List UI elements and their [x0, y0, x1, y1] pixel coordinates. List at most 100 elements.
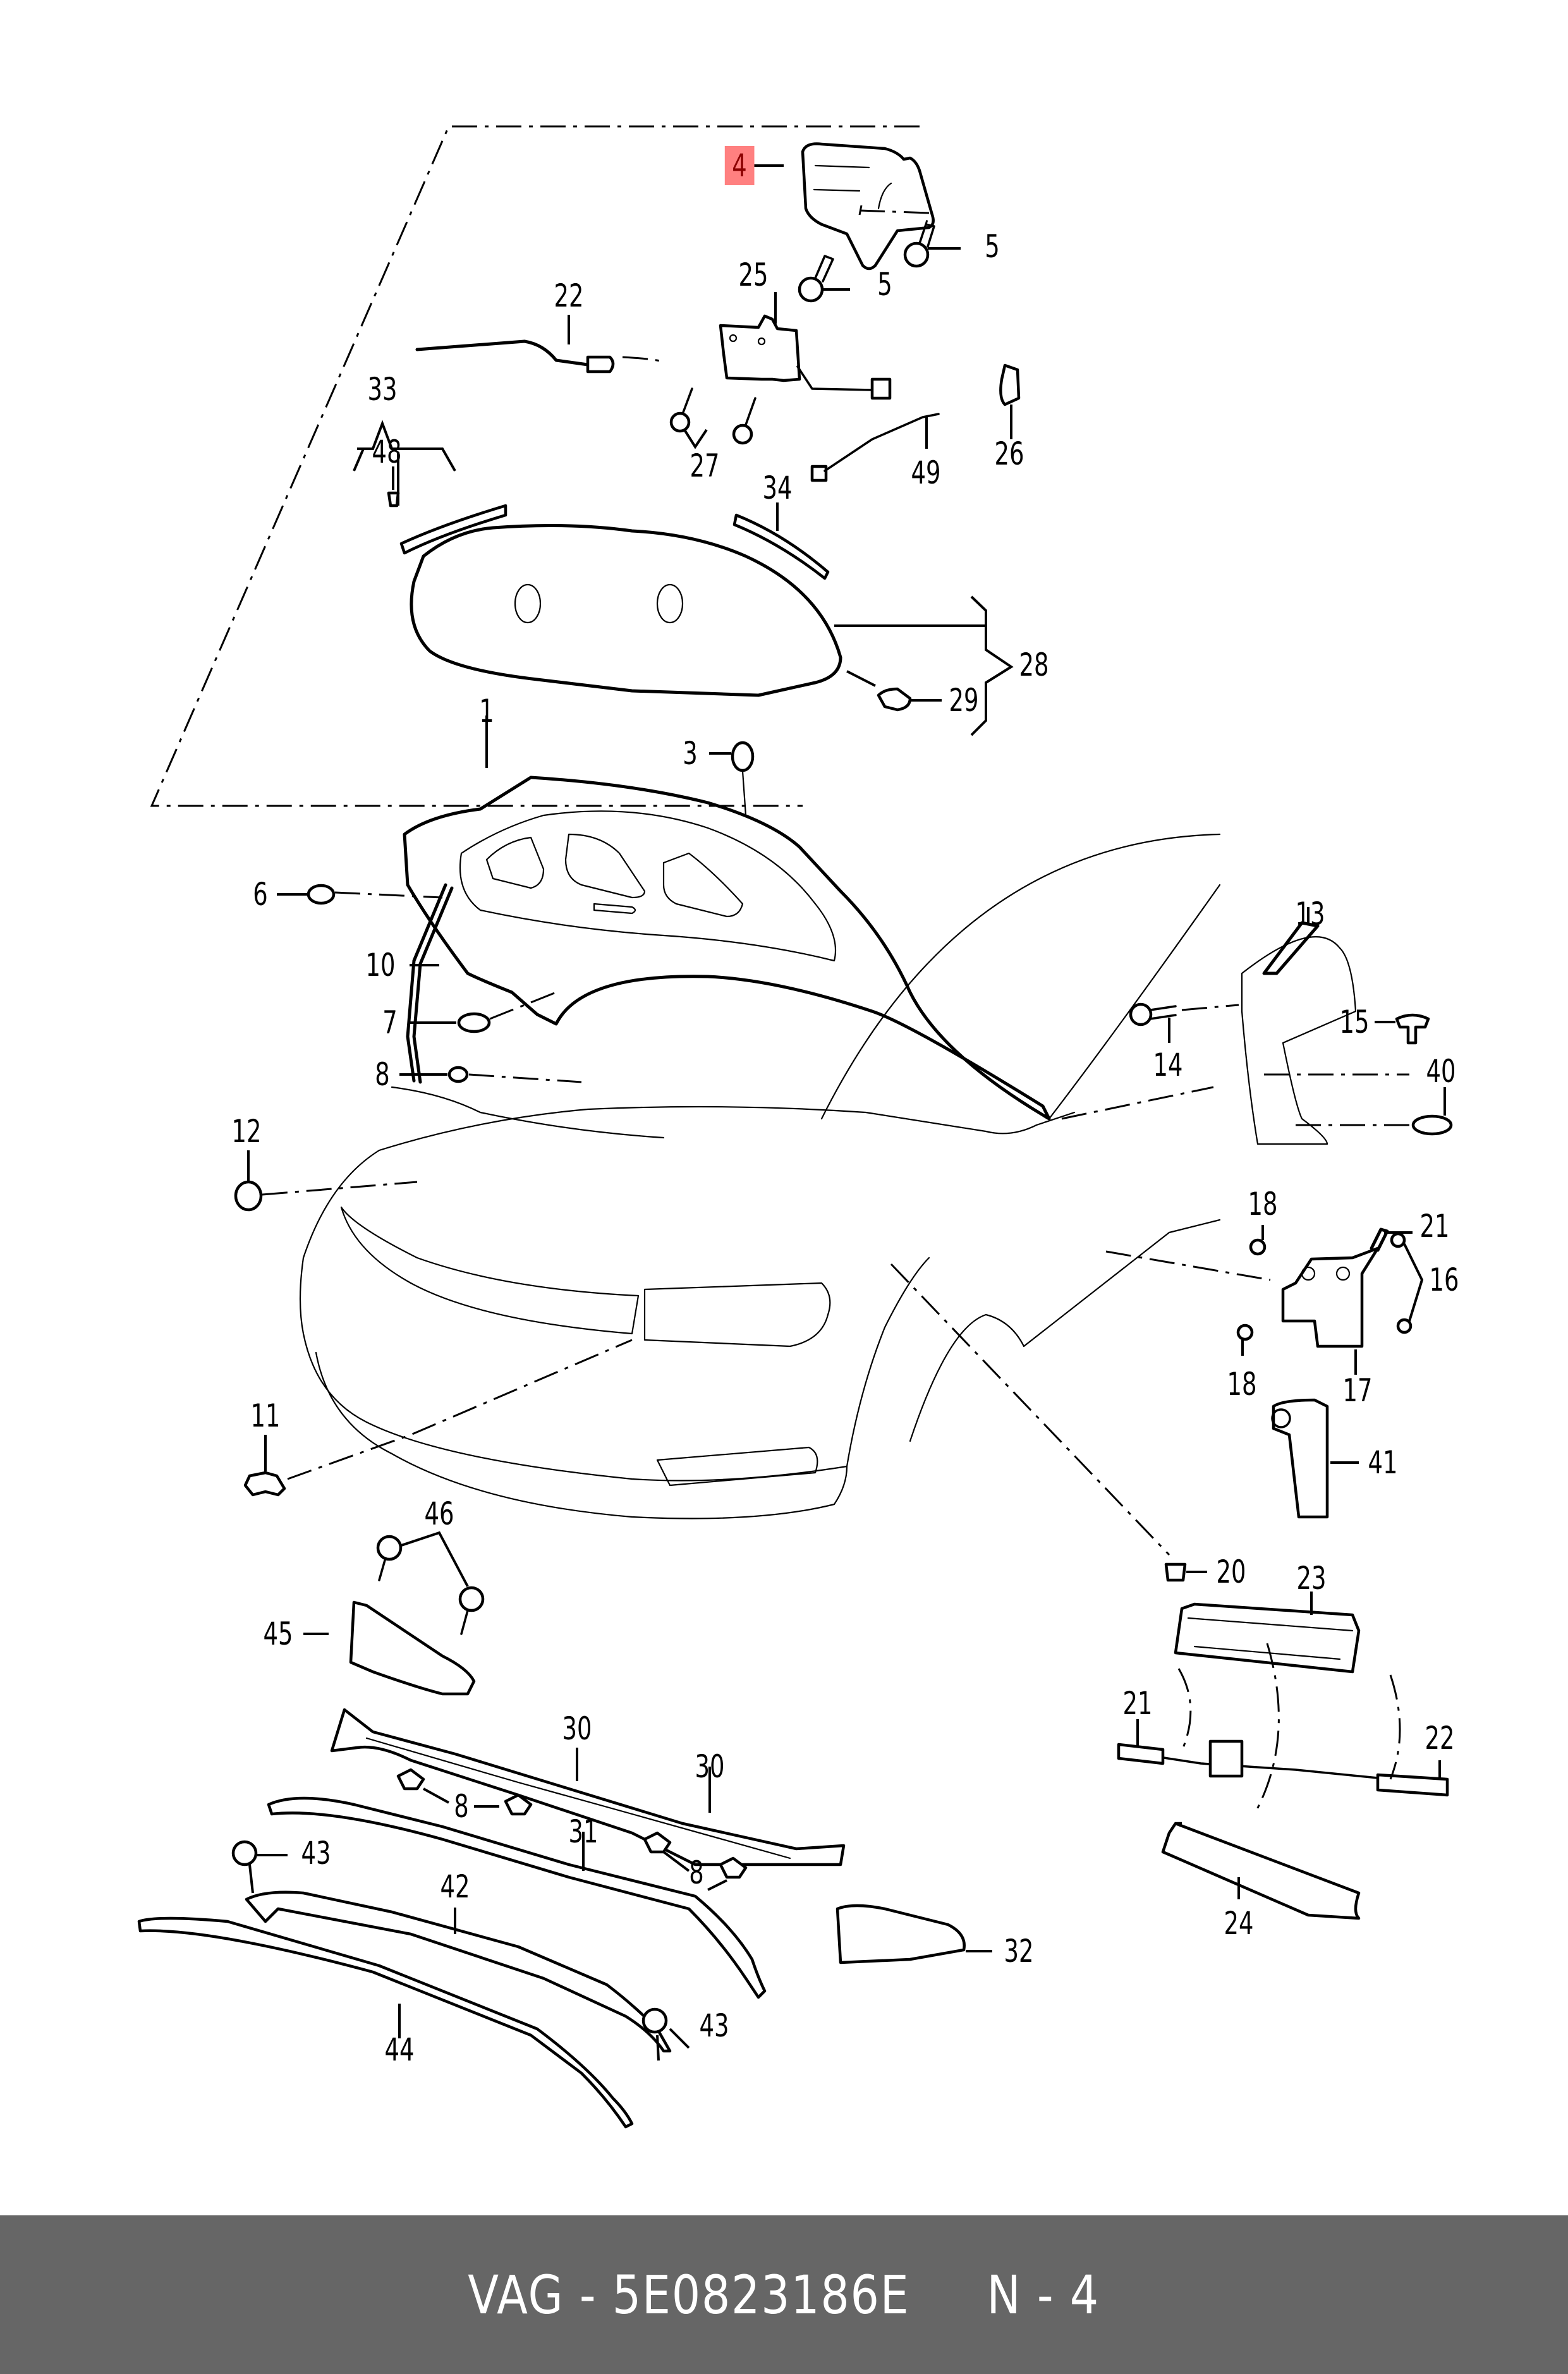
callout-45[interactable]: 45: [263, 1616, 293, 1652]
callout-25[interactable]: 25: [738, 257, 769, 293]
part-32-end-cap: [836, 1904, 966, 1964]
callout-40[interactable]: 40: [1426, 1053, 1456, 1090]
callout-10[interactable]: 10: [365, 947, 396, 983]
part-18-bolt-b: [1236, 1324, 1254, 1341]
callout-44[interactable]: 44: [384, 2031, 415, 2068]
callout-8[interactable]: 8: [689, 1854, 704, 1891]
part-40-grommet: [1411, 1114, 1453, 1136]
part-22-cable: [415, 315, 664, 374]
callout-5[interactable]: 5: [985, 228, 1000, 265]
part-29-clip: [877, 687, 912, 712]
part-3-buffer: [731, 741, 755, 772]
callout-28[interactable]: 28: [1019, 647, 1049, 683]
callout-15[interactable]: 15: [1339, 1004, 1370, 1040]
callout-22[interactable]: 22: [1425, 1720, 1455, 1756]
callout-27[interactable]: 27: [690, 447, 720, 484]
part-18-bolt-a: [1249, 1238, 1267, 1256]
part-20-clip: [1164, 1562, 1187, 1582]
callout-30[interactable]: 30: [562, 1710, 592, 1747]
diagram-line-art: [137, 125, 1453, 2129]
part-15-screw: [1395, 1013, 1430, 1045]
callout-21[interactable]: 21: [1122, 1685, 1153, 1722]
callout-5[interactable]: 5: [877, 266, 892, 303]
callout-33[interactable]: 33: [367, 371, 398, 408]
part-30-cowl-panels: [330, 1708, 846, 1866]
callout-7[interactable]: 7: [382, 1004, 398, 1041]
part-17-hinge: [1281, 1227, 1413, 1375]
part-28-insulation-mat: [410, 523, 1014, 736]
part-31-seal: [267, 1796, 767, 1999]
part-34-seal-right: [732, 513, 830, 580]
callout-34[interactable]: 34: [762, 470, 793, 506]
part-14-screw: [1129, 1002, 1153, 1026]
part-49-cable-tie: [810, 413, 940, 482]
part-44-seal: [137, 1916, 634, 2129]
part-41-pad: [1271, 1398, 1359, 1519]
callout-22[interactable]: 22: [554, 277, 584, 314]
callout-24[interactable]: 24: [1224, 1905, 1254, 1942]
part-16-nut-b: [1396, 1318, 1413, 1334]
callout-23[interactable]: 23: [1296, 1560, 1327, 1597]
callout-32[interactable]: 32: [1004, 1933, 1034, 1969]
callout-16[interactable]: 16: [1429, 1262, 1459, 1298]
part-8-buffer: [447, 1066, 469, 1083]
part-45-trim: [303, 1600, 476, 1696]
part-13-hinge-panel: [1241, 907, 1357, 1145]
part-33-seal-left: [399, 504, 507, 555]
callout-1[interactable]: 1: [479, 693, 494, 729]
part-48-clip: [387, 491, 400, 508]
part-25-lock: [719, 292, 892, 400]
callout-43[interactable]: 43: [301, 1835, 331, 1872]
part-10-prop-rod: [406, 883, 447, 1083]
part-46-screws: [376, 1531, 485, 1635]
part-6-buffer: [307, 884, 336, 905]
callout-14[interactable]: 14: [1153, 1047, 1183, 1083]
parts-diagram: 4 5 5 25 22 33 48 27 49 26 34 28 29 1 3 …: [137, 125, 1459, 2129]
callout-41[interactable]: 41: [1368, 1444, 1398, 1481]
part-33-bracket: [357, 420, 456, 472]
part-16-nut-a: [1390, 1232, 1406, 1248]
callout-21[interactable]: 21: [1419, 1208, 1450, 1245]
part-11-clip: [243, 1471, 286, 1497]
callout-11[interactable]: 11: [250, 1397, 281, 1434]
callout-30[interactable]: 30: [695, 1748, 725, 1785]
group-boundary: [150, 125, 920, 807]
part-5-screw-a: [798, 255, 850, 303]
part-23-cover: [1174, 1592, 1361, 1674]
callout-8[interactable]: 8: [375, 1056, 390, 1093]
part-5-screw-b: [903, 223, 961, 268]
part-8-buffers: [396, 1768, 748, 1891]
part-21-22-cable-assembly: [1117, 1719, 1449, 1797]
callout-43[interactable]: 43: [699, 2007, 729, 2044]
callout-49[interactable]: 49: [911, 454, 941, 491]
callout-29[interactable]: 29: [949, 682, 979, 719]
callout-17[interactable]: 17: [1342, 1372, 1373, 1409]
callout-4[interactable]: 4: [724, 146, 755, 185]
callout-20[interactable]: 20: [1216, 1554, 1246, 1590]
callout-48[interactable]: 48: [372, 434, 402, 470]
part-24-cover: [1161, 1822, 1361, 1920]
callout-12[interactable]: 12: [231, 1113, 262, 1150]
part-1-hood: [403, 715, 1051, 1121]
callout-6[interactable]: 6: [253, 876, 268, 913]
part-number-footer: VAG - 5E0823186E N - 4: [0, 2215, 1568, 2374]
callout-18[interactable]: 18: [1248, 1186, 1278, 1222]
part-12-clip: [234, 1180, 263, 1212]
callout-8[interactable]: 8: [454, 1788, 469, 1825]
part-42-bracket: [245, 1890, 672, 2053]
callout-42[interactable]: 42: [440, 1868, 470, 1905]
callout-26[interactable]: 26: [994, 435, 1024, 472]
part-4-release-handle: [748, 142, 935, 271]
callout-46[interactable]: 46: [424, 1495, 454, 1532]
callout-31[interactable]: 31: [568, 1813, 599, 1850]
callout-13[interactable]: 13: [1295, 896, 1325, 932]
part-26-clip: [999, 363, 1021, 406]
part-27-bolts: [669, 387, 757, 449]
callout-18[interactable]: 18: [1227, 1366, 1257, 1403]
part-7-grommet: [457, 1012, 491, 1033]
callout-3[interactable]: 3: [683, 735, 698, 772]
footer-part-number-text: VAG - 5E0823186E N - 4: [468, 2263, 1100, 2326]
car-body-outline: [299, 833, 1221, 1519]
part-43-nut-b: [641, 2007, 668, 2034]
part-43-nut-a: [231, 1840, 258, 1866]
